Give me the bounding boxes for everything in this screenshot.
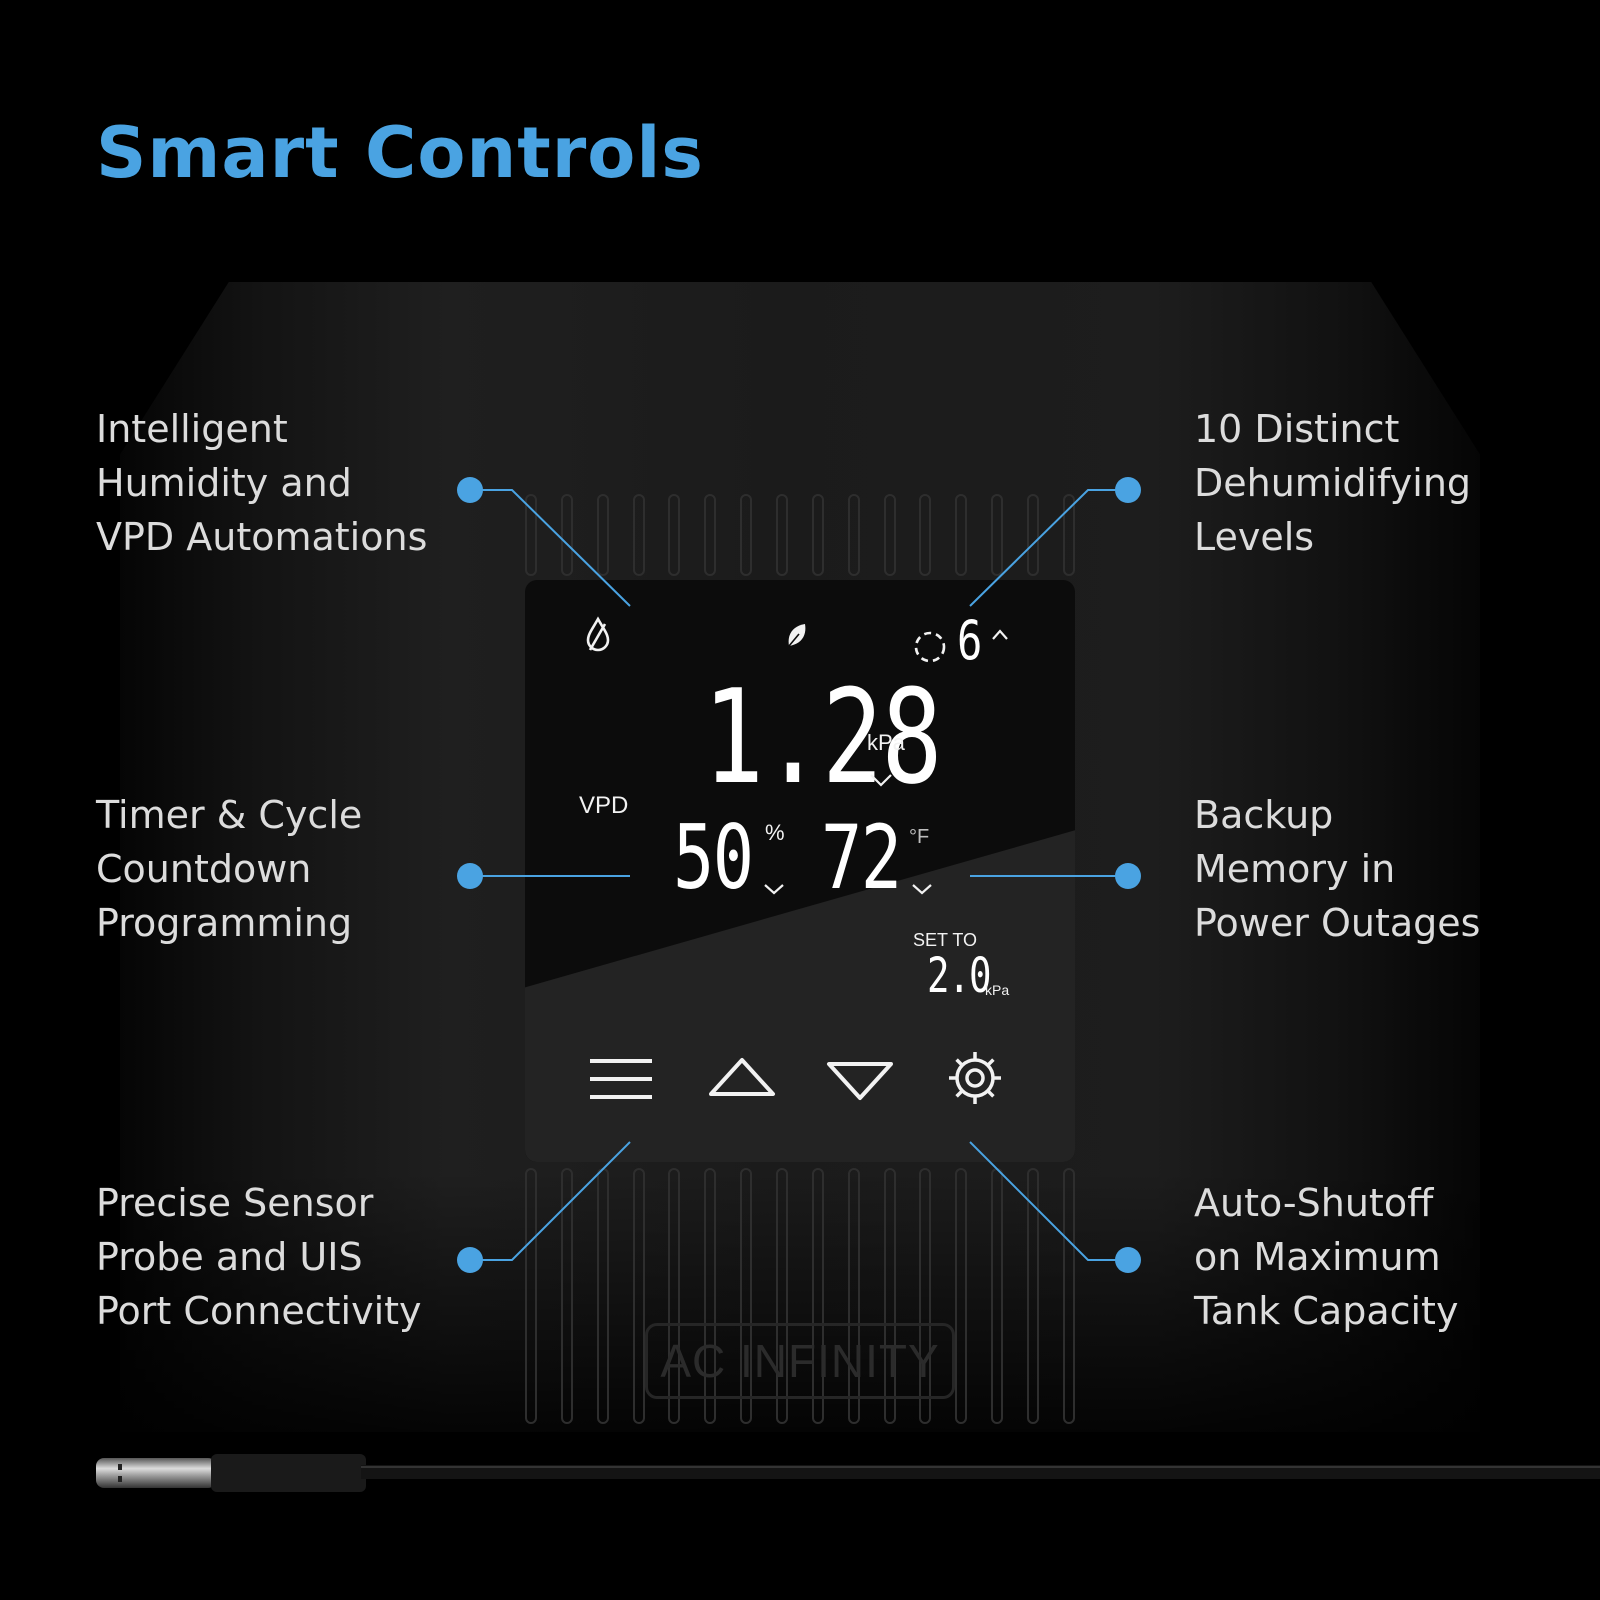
vpd-reading: 1.28 <box>703 661 943 813</box>
set-point-unit: kPa <box>985 982 1010 998</box>
level-up-indicator-icon <box>992 629 1008 640</box>
page-title: Smart Controls <box>96 112 704 194</box>
humidity-trend-down-icon <box>764 884 784 895</box>
control-panel-screen: 6 1.28 kPa VPD 50 % 72 °F SET TO 2.0 kPa <box>525 580 1075 1162</box>
humidity-drop-icon <box>586 616 610 652</box>
fan-level-icon <box>914 631 946 663</box>
callout-dot <box>1115 477 1141 503</box>
vpd-trend-down-icon <box>870 774 892 787</box>
temperature-trend-down-icon <box>912 884 932 895</box>
humidity-unit: % <box>765 820 785 845</box>
callout-dot <box>1115 1247 1141 1273</box>
up-arrow-button[interactable] <box>707 1056 777 1098</box>
bottom-vents <box>525 1168 1075 1424</box>
brand-logo: AC INFINITY <box>645 1323 955 1399</box>
mode-label: VPD <box>579 792 629 819</box>
set-to-label: SET TO <box>913 930 978 950</box>
callout-dot <box>457 477 483 503</box>
vpd-unit: kPa <box>867 730 905 755</box>
menu-icon[interactable] <box>588 1056 654 1102</box>
callout-dot <box>457 863 483 889</box>
leaf-icon <box>788 624 806 647</box>
humidity-reading: 50 <box>673 806 754 909</box>
top-vents <box>525 494 1075 576</box>
temperature-unit: °F <box>909 826 930 848</box>
sensor-probe <box>96 1454 1600 1492</box>
callout-dot <box>1115 863 1141 889</box>
down-arrow-button[interactable] <box>825 1060 895 1102</box>
settings-gear-icon[interactable] <box>945 1048 1005 1108</box>
set-point-value: 2.0 <box>927 948 992 1004</box>
callout-dot <box>457 1247 483 1273</box>
temperature-reading: 72 <box>821 806 902 909</box>
fan-level-value: 6 <box>957 609 982 672</box>
